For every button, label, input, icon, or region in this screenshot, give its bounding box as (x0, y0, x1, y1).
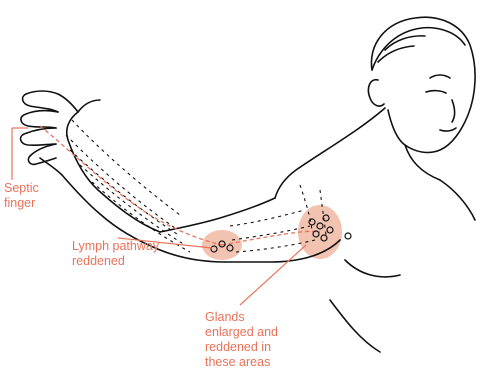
septic-finger-line2: finger (4, 196, 39, 211)
lymph-pathway-line2: reddened (72, 254, 159, 269)
glands-line4: these areas (205, 355, 278, 370)
arm-hair-strokes (66, 120, 326, 252)
lymph-pathway-label: Lymph pathway reddened (72, 239, 159, 269)
chest-mark (345, 233, 351, 239)
glands-line1: Glands (205, 310, 278, 325)
septic-finger-line1: Septic (4, 181, 39, 196)
leader-lines (12, 128, 306, 305)
septic-finger-label: Septic finger (4, 181, 39, 211)
body-outline (21, 17, 476, 352)
glands-label: Glands enlarged and reddened in these ar… (205, 310, 278, 370)
glands-line3: reddened in (205, 340, 278, 355)
lymph-pathway-line1: Lymph pathway (72, 239, 159, 254)
glands-line2: enlarged and (205, 325, 278, 340)
glands-leader (240, 245, 306, 305)
